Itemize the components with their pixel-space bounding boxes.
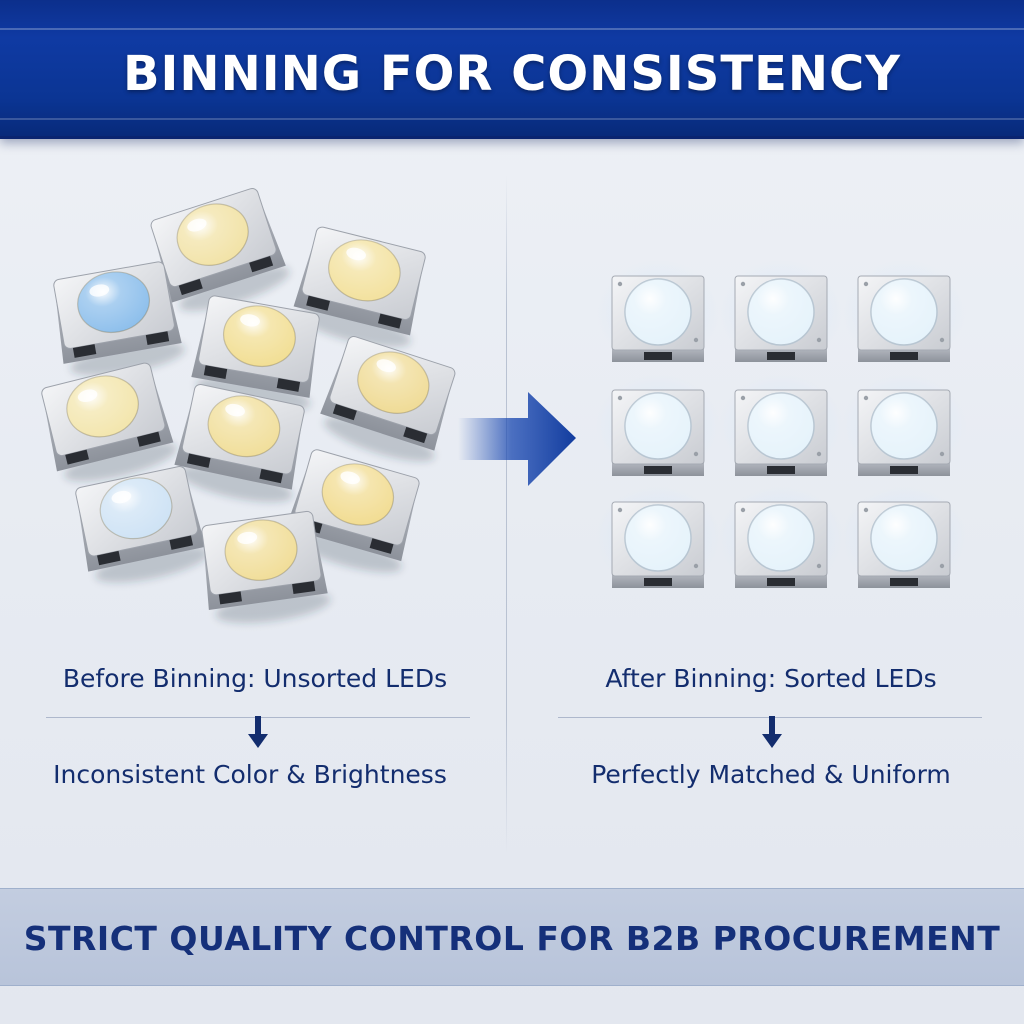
unsorted-led — [201, 510, 331, 624]
footer-banner: STRICT QUALITY CONTROL FOR B2B PROCUREME… — [0, 888, 1024, 986]
sorted-led — [719, 260, 843, 364]
title-banner: BINNING FOR CONSISTENCY — [0, 0, 1024, 139]
sorted-led-grid — [596, 260, 966, 590]
unsorted-led — [293, 226, 426, 348]
transition-arrow-icon — [458, 392, 576, 486]
unsorted-led — [53, 261, 185, 376]
sorted-led — [719, 374, 843, 478]
left-down-arrow-icon — [248, 716, 268, 748]
unsorted-led — [285, 449, 420, 573]
unsorted-led — [41, 362, 177, 482]
sorted-led — [596, 260, 720, 364]
unsorted-led — [320, 336, 456, 462]
page-title: BINNING FOR CONSISTENCY — [122, 46, 902, 102]
unsorted-led — [174, 383, 305, 503]
unsorted-led — [150, 188, 290, 311]
sorted-led — [842, 260, 966, 364]
before-binning-result: Inconsistent Color & Brightness — [53, 760, 447, 789]
unsorted-led — [75, 465, 209, 583]
sorted-led — [596, 486, 720, 590]
sorted-led — [596, 374, 720, 478]
footer-title: STRICT QUALITY CONTROL FOR B2B PROCUREME… — [23, 919, 1001, 958]
sorted-led — [719, 486, 843, 590]
sorted-led — [842, 374, 966, 478]
before-binning-heading: Before Binning: Unsorted LEDs — [62, 664, 448, 693]
right-down-arrow-icon — [762, 716, 782, 748]
after-binning-heading: After Binning: Sorted LEDs — [605, 664, 937, 693]
panel-divider — [506, 175, 507, 855]
after-binning-result: Perfectly Matched & Uniform — [591, 760, 951, 789]
unsorted-led-group — [41, 188, 456, 624]
sorted-led — [842, 486, 966, 590]
